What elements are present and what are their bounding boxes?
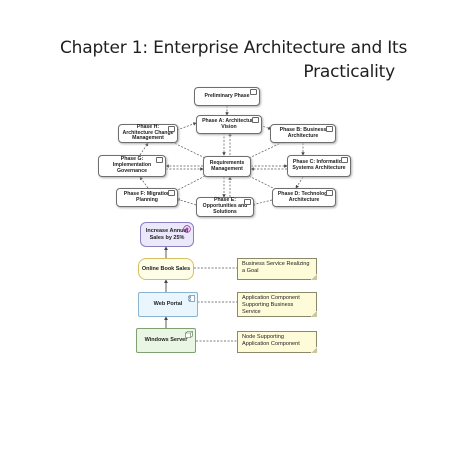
phase-c-label: Phase C: Information Systems Architectur… (292, 159, 346, 171)
node-note: Node Supporting Application Component (237, 331, 317, 353)
phase-h-node[interactable]: Phase H: Architecture Change Management (118, 124, 178, 143)
phase-c-node[interactable]: Phase C: Information Systems Architectur… (287, 155, 351, 177)
element-icon (244, 199, 251, 205)
phase-a-label: Phase A: Architecture Vision (202, 117, 256, 130)
chapter-title-line-1: Chapter 1: Enterprise Architecture and I… (60, 38, 408, 58)
note-fold-icon (311, 274, 317, 280)
application-component-element[interactable]: Web Portal (138, 292, 198, 317)
phase-d-node[interactable]: Phase D: Technology Architecture (272, 188, 336, 207)
service-note-text: Business Service Realizing a Goal (242, 261, 310, 274)
element-icon (168, 190, 175, 196)
phase-e-node[interactable]: Phase E: Opportunities and Solutions (196, 197, 254, 217)
component-note: Application Component Supporting Busines… (237, 292, 317, 317)
chapter-title-line-2: Practicality (303, 62, 395, 82)
element-icon (250, 89, 257, 95)
node-note-text: Node Supporting Application Component (242, 334, 300, 347)
note-fold-icon (311, 311, 317, 317)
element-icon (326, 190, 333, 196)
preliminary-phase-node[interactable]: Preliminary Phase (194, 87, 260, 106)
element-icon (156, 157, 163, 163)
technology-node-element[interactable]: Windows Server (136, 328, 196, 353)
phase-d-label: Phase D: Technology Architecture (277, 190, 331, 203)
element-icon (341, 157, 348, 163)
component-note-text: Application Component Supporting Busines… (242, 295, 300, 315)
phase-f-label: Phase F: Migration Planning (123, 190, 171, 203)
node-icon (185, 331, 193, 338)
phase-e-label: Phase E: Opportunities and Solutions (202, 197, 248, 215)
element-icon (326, 126, 333, 132)
preliminary-phase-label: Preliminary Phase (204, 92, 250, 99)
phase-a-node[interactable]: Phase A: Architecture Vision (196, 115, 262, 134)
requirements-management-label: Requirements Management (209, 159, 245, 172)
component-icon (188, 295, 195, 302)
technology-node-label: Windows Server (144, 337, 188, 344)
application-component-label: Web Portal (153, 301, 183, 308)
phase-f-node[interactable]: Phase F: Migration Planning (116, 188, 178, 207)
phase-b-node[interactable]: Phase B: Business Architecture (270, 124, 336, 143)
note-fold-icon (311, 347, 317, 353)
service-note: Business Service Realizing a Goal (237, 258, 317, 280)
phase-g-label: Phase G: Implementation Governance (112, 156, 152, 174)
phase-h-label: Phase H: Architecture Change Management (122, 123, 174, 142)
goal-label: Increase Annual Sales by 25% (145, 227, 189, 241)
requirements-management-node[interactable]: Requirements Management (203, 156, 251, 177)
goal-element[interactable]: Increase Annual Sales by 25% (140, 222, 194, 247)
business-service-element[interactable]: Online Book Sales (138, 258, 194, 280)
phase-g-node[interactable]: Phase G: Implementation Governance (98, 155, 166, 177)
goal-target-icon (183, 225, 191, 233)
element-icon (252, 117, 259, 123)
business-service-label: Online Book Sales (141, 265, 191, 272)
phase-b-label: Phase B: Business Architecture (279, 126, 327, 139)
element-icon (168, 126, 175, 132)
